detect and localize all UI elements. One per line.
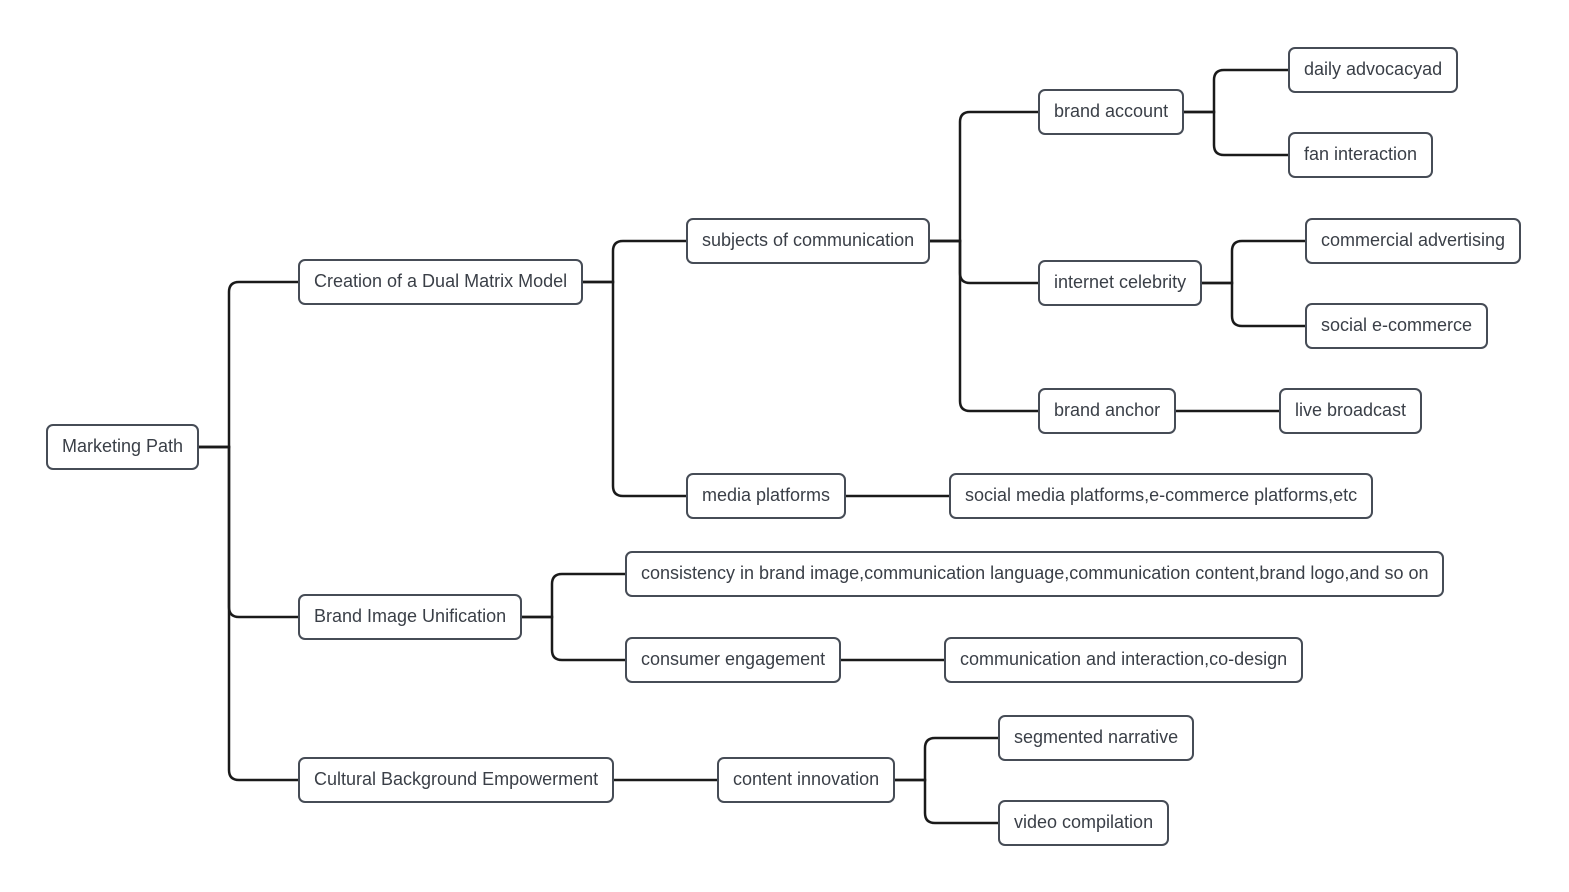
node-marketing-path[interactable]: Marketing Path — [46, 424, 200, 470]
connector-root-cultural — [199, 445, 298, 782]
connector-brand_image-engagement — [522, 615, 625, 662]
node-communication-interaction[interactable]: communication and interaction,co-design — [944, 637, 1304, 683]
node-consumer-engagement[interactable]: consumer engagement — [625, 637, 842, 683]
connector-subjects-brand_account — [930, 110, 1038, 243]
node-internet-celebrity[interactable]: internet celebrity — [1038, 260, 1203, 306]
node-content-innovation[interactable]: content innovation — [717, 757, 896, 803]
connector-root-dual — [199, 280, 298, 449]
node-cultural-background-empowerment[interactable]: Cultural Background Empowerment — [298, 757, 615, 803]
node-media-platforms[interactable]: media platforms — [686, 473, 847, 519]
connector-brand_account-daily — [1184, 68, 1288, 114]
connector-root-brand_image — [199, 445, 298, 619]
connector-content-video — [895, 778, 998, 825]
node-live-broadcast[interactable]: live broadcast — [1279, 388, 1423, 434]
node-social-e-commerce[interactable]: social e-commerce — [1305, 303, 1489, 349]
connector-content-segmented — [895, 736, 998, 782]
node-segmented-narrative[interactable]: segmented narrative — [998, 715, 1195, 761]
connector-subjects-anchor — [930, 239, 1038, 413]
node-brand-consistency[interactable]: consistency in brand image,communication… — [625, 551, 1445, 597]
node-fan-interaction[interactable]: fan interaction — [1288, 132, 1434, 178]
node-social-media-platforms[interactable]: social media platforms,e-commerce platfo… — [949, 473, 1374, 519]
node-video-compilation[interactable]: video compilation — [998, 800, 1170, 846]
connector-brand_account-fan — [1184, 110, 1288, 157]
connector-brand_image-consistency — [522, 572, 625, 619]
connector-celebrity-social_ecom — [1202, 281, 1305, 328]
node-subjects-of-communication[interactable]: subjects of communication — [686, 218, 931, 264]
node-commercial-advertising[interactable]: commercial advertising — [1305, 218, 1522, 264]
node-brand-anchor[interactable]: brand anchor — [1038, 388, 1177, 434]
node-daily-advocacyad[interactable]: daily advocacyad — [1288, 47, 1459, 93]
node-brand-image-unification[interactable]: Brand Image Unification — [298, 594, 523, 640]
node-brand-account[interactable]: brand account — [1038, 89, 1185, 135]
connector-subjects-celebrity — [930, 239, 1038, 285]
connector-dual-media — [583, 280, 686, 498]
node-dual-matrix-model[interactable]: Creation of a Dual Matrix Model — [298, 259, 584, 305]
connector-celebrity-commercial — [1202, 239, 1305, 285]
connector-dual-subjects — [583, 239, 686, 284]
